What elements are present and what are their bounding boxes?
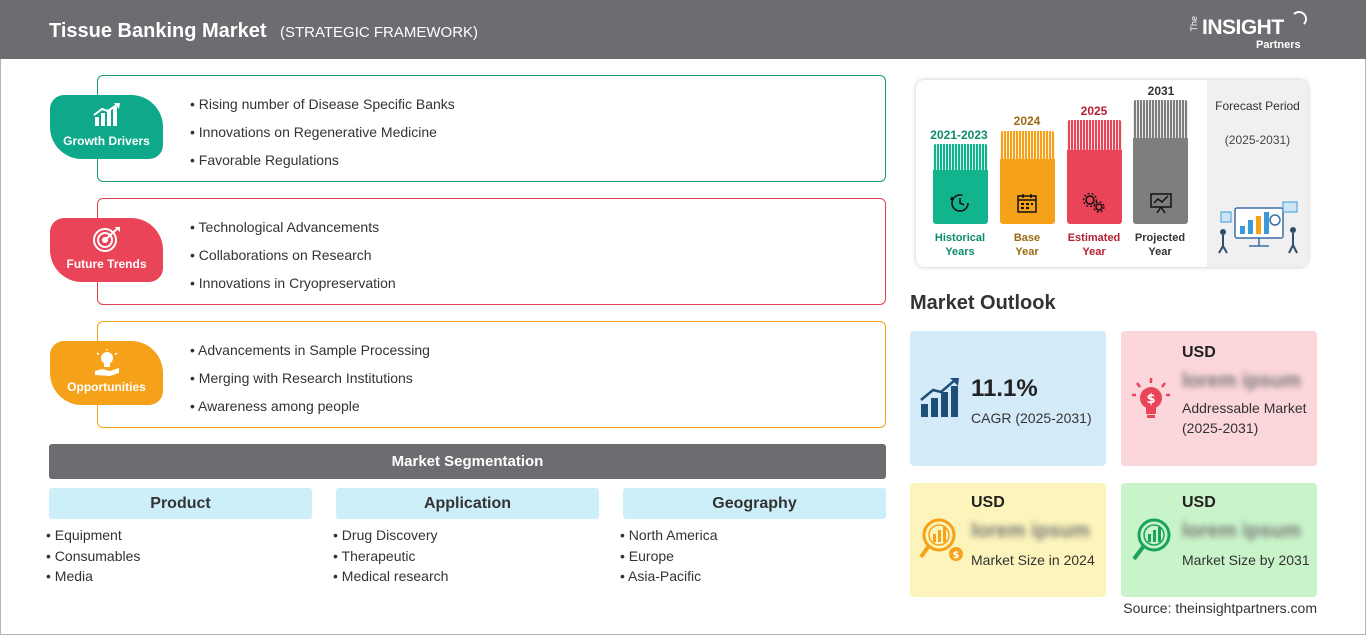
list-item: Favorable Regulations <box>190 151 455 179</box>
list-item: Awareness among people <box>190 397 430 425</box>
market-size-2024-card: $ USD lorem ipsum Market Size in 2024 <box>910 483 1106 597</box>
list-item: Drug Discovery <box>333 526 599 547</box>
segment-heading: Product <box>49 488 312 519</box>
source-note: Source: theinsightpartners.com <box>1123 600 1317 616</box>
list-item: Consumables <box>46 547 312 568</box>
list-item: Innovations on Regenerative Medicine <box>190 123 455 151</box>
logo-partners-text: Partners <box>1256 39 1301 51</box>
timeline-label-projected: Projected Year <box>1134 232 1186 258</box>
calendar-icon <box>1017 194 1037 213</box>
cagr-value: 11.1% <box>971 375 1038 402</box>
future-trends-label: Future Trends <box>66 257 147 271</box>
presentation-board-icon <box>1150 193 1172 214</box>
list-item: Medical research <box>333 567 599 588</box>
segment-heading: Geography <box>623 488 886 519</box>
addressable-market-card: $ USD lorem ipsum Addressable Market (20… <box>1121 331 1317 466</box>
addressable-value: lorem ipsum <box>1182 370 1301 392</box>
future-trends-list: Technological Advancements Collaboration… <box>190 218 396 302</box>
segment-list: Drug Discovery Therapeutic Medical resea… <box>333 526 599 588</box>
segment-list: Equipment Consumables Media <box>46 526 312 588</box>
segment-list: North America Europe Asia-Pacific <box>620 526 886 588</box>
target-icon <box>93 227 120 252</box>
header-bar: Tissue Banking Market (STRATEGIC FRAMEWO… <box>0 0 1366 59</box>
growth-drivers-box: Rising number of Disease Specific Banks … <box>97 75 886 182</box>
page-title: Tissue Banking Market <box>49 20 267 42</box>
magnifier-coins-icon: $ <box>919 518 963 561</box>
forecast-period-range: (2025-2031) <box>1224 133 1291 147</box>
growth-drivers-label: Growth Drivers <box>63 134 150 148</box>
timeline-label-historical: Historical Years <box>934 232 986 258</box>
timeline-bar-estimated <box>1067 120 1122 224</box>
growth-bar-chart-icon <box>920 378 959 417</box>
segment-heading: Application <box>336 488 599 519</box>
list-item: North America <box>620 526 886 547</box>
gears-icon <box>1082 192 1105 213</box>
logo-insight-text: INSIGHT <box>1202 16 1284 39</box>
list-item: Therapeutic <box>333 547 599 568</box>
growth-drivers-badge: Growth Drivers <box>50 95 163 159</box>
timeline-bar-projected <box>1133 100 1188 224</box>
magnifier-growth-icon <box>1132 518 1171 561</box>
timeline-year-historical: 2021-2023 <box>930 128 988 142</box>
list-item: Merging with Research Institutions <box>190 369 430 397</box>
future-trends-badge: Future Trends <box>50 218 163 282</box>
insight-partners-logo[interactable]: The INSIGHT Partners <box>1189 10 1310 54</box>
opportunities-label: Opportunities <box>67 380 146 394</box>
list-item: Equipment <box>46 526 312 547</box>
growth-drivers-list: Rising number of Disease Specific Banks … <box>190 95 455 179</box>
market-size-2031-card: USD lorem ipsum Market Size by 2031 <box>1121 483 1317 597</box>
opportunities-list: Advancements in Sample Processing Mergin… <box>190 341 430 425</box>
dollar-lightbulb-icon: $ <box>1132 378 1170 418</box>
segmentation-title-bar: Market Segmentation <box>49 444 886 479</box>
forecast-period-title: Forecast Period <box>1215 99 1300 113</box>
growth-chart-icon <box>93 103 120 126</box>
market-size-2031-value: lorem ipsum <box>1182 520 1301 542</box>
segment-geography: Geography North America Europe Asia-Paci… <box>623 488 886 588</box>
svg-text:$: $ <box>953 550 960 561</box>
market-size-2031-currency: USD <box>1182 494 1216 511</box>
market-size-2024-label: Market Size in 2024 <box>971 552 1095 568</box>
forecast-period-panel: Forecast Period (2025-2031) <box>1207 80 1308 267</box>
list-item: Technological Advancements <box>190 218 396 246</box>
list-item: Advancements in Sample Processing <box>190 341 430 369</box>
cagr-card: 11.1% CAGR (2025-2031) <box>910 331 1106 466</box>
addressable-currency: USD <box>1182 344 1216 361</box>
timeline-year-projected: 2031 <box>1147 84 1175 98</box>
market-size-2024-currency: USD <box>971 494 1005 511</box>
timeline-year-estimated: 2025 <box>1080 104 1108 118</box>
list-item: Media <box>46 567 312 588</box>
logo-arc-icon <box>1291 11 1307 27</box>
page-subtitle: (STRATEGIC FRAMEWORK) <box>280 24 479 41</box>
addressable-label: Addressable Market (2025-2031) <box>1182 400 1307 436</box>
history-clock-icon <box>950 194 969 212</box>
logo-the-text: The <box>1189 16 1199 32</box>
segment-application: Application Drug Discovery Therapeutic M… <box>336 488 599 588</box>
market-size-2031-label: Market Size by 2031 <box>1182 552 1310 568</box>
segment-product: Product Equipment Consumables Media <box>49 488 312 588</box>
analytics-people-illustration-icon <box>1218 201 1298 254</box>
svg-text:$: $ <box>1146 392 1155 407</box>
market-outlook-title: Market Outlook <box>910 292 1056 314</box>
timeline-label-base: Base Year <box>1013 232 1041 258</box>
opportunities-box: Advancements in Sample Processing Mergin… <box>97 321 886 428</box>
future-trends-box: Technological Advancements Collaboration… <box>97 198 886 305</box>
timeline-card: 2021-2023 Historical Years 2024 Base Yea… <box>916 80 1308 267</box>
timeline-label-estimated: Estimated Year <box>1067 232 1121 258</box>
opportunities-badge: Opportunities <box>50 341 163 405</box>
timeline-year-base: 2024 <box>1013 114 1041 128</box>
list-item: Collaborations on Research <box>190 246 396 274</box>
lightbulb-hand-icon <box>95 349 119 376</box>
list-item: Rising number of Disease Specific Banks <box>190 95 455 123</box>
list-item: Asia-Pacific <box>620 567 886 588</box>
market-size-2024-value: lorem ipsum <box>971 520 1090 542</box>
cagr-label: CAGR (2025-2031) <box>971 410 1092 426</box>
list-item: Innovations in Cryopreservation <box>190 274 396 302</box>
list-item: Europe <box>620 547 886 568</box>
